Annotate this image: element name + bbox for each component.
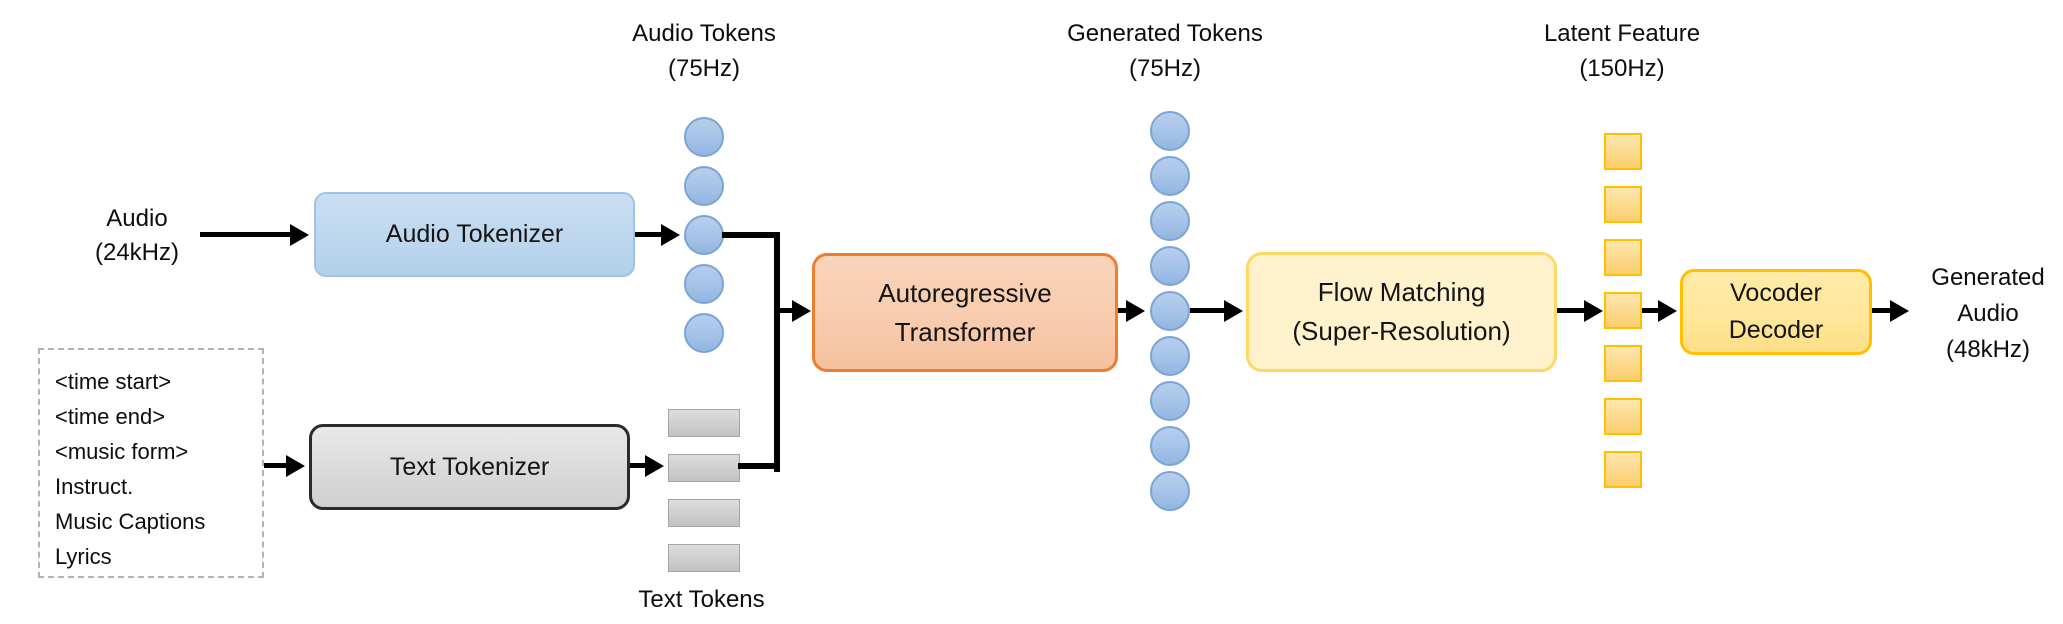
text-tokens-column xyxy=(668,409,740,572)
flow-matching-box: Flow Matching (Super-Resolution) xyxy=(1246,252,1557,372)
text-prompt-box: <time start> <time end> <music form> Instru… xyxy=(38,348,264,578)
latent-square xyxy=(1604,398,1642,435)
text-tokens-label: Text Tokens xyxy=(638,586,765,613)
merge-line-vertical xyxy=(774,232,780,472)
token-circle xyxy=(1150,381,1190,421)
arrow-audio-to-tokenizer xyxy=(200,232,290,237)
latent-square xyxy=(1604,345,1642,382)
latent-feature-column xyxy=(1604,133,1642,488)
latent-square xyxy=(1604,186,1642,223)
arrow-flow-to-latent xyxy=(1557,308,1584,313)
arrow-transformer-to-generated-tokens xyxy=(1118,308,1126,313)
latent-square xyxy=(1604,451,1642,488)
arrow-tokenizer-to-audio-tokens xyxy=(635,232,661,237)
text-token-rect xyxy=(668,499,740,527)
text-tokenizer-box: Text Tokenizer xyxy=(309,424,630,510)
generated-tokens-label: Generated Tokens (75Hz) xyxy=(1067,20,1263,82)
latent-feature-label: Latent Feature (150Hz) xyxy=(1543,20,1701,82)
latent-square xyxy=(1604,292,1642,329)
token-circle xyxy=(684,313,724,353)
token-circle xyxy=(684,264,724,304)
token-circle xyxy=(1150,201,1190,241)
prompt-line: Music Captions xyxy=(55,509,206,534)
merge-line-audio xyxy=(722,232,780,238)
token-circle xyxy=(684,215,724,255)
text-token-rect xyxy=(668,544,740,572)
latent-square xyxy=(1604,133,1642,170)
arrow-latent-to-vocoder xyxy=(1642,308,1658,313)
generated-audio-label: Generated Audio (48kHz) xyxy=(1931,264,2045,363)
audio-input-label: Audio (24kHz) xyxy=(94,205,179,266)
prompt-line: Lyrics xyxy=(55,544,112,569)
arrow-tokenizer-to-text-tokens xyxy=(630,463,645,468)
text-token-rect xyxy=(668,454,740,482)
autoregressive-transformer-box: Autoregressive Transformer xyxy=(812,253,1118,372)
audio-tokens-label: Audio Tokens (75Hz) xyxy=(632,20,776,82)
merge-line-text xyxy=(738,463,780,469)
token-circle xyxy=(684,117,724,157)
token-circle xyxy=(1150,426,1190,466)
arrow-vocoder-to-output xyxy=(1872,308,1890,313)
token-circle xyxy=(1150,156,1190,196)
arrow-prompt-to-text-tokenizer xyxy=(264,463,286,468)
arrow-generated-tokens-to-flow xyxy=(1190,308,1224,313)
arrow-merge-to-transformer xyxy=(776,308,792,313)
token-circle xyxy=(1150,291,1190,331)
latent-square xyxy=(1604,239,1642,276)
generated-tokens-column xyxy=(1150,111,1190,511)
token-circle xyxy=(1150,471,1190,511)
audio-tokens-column xyxy=(684,117,724,353)
prompt-line: <time start> xyxy=(55,369,172,394)
token-circle xyxy=(1150,336,1190,376)
token-circle xyxy=(1150,111,1190,151)
token-circle xyxy=(684,166,724,206)
audio-tokenizer-box: Audio Tokenizer xyxy=(314,192,635,277)
text-token-rect xyxy=(668,409,740,437)
prompt-line: Instruct. xyxy=(55,474,134,499)
token-circle xyxy=(1150,246,1190,286)
prompt-line: <music form> xyxy=(55,439,189,464)
prompt-line: <time end> xyxy=(55,404,166,429)
vocoder-decoder-box: Vocoder Decoder xyxy=(1680,269,1872,355)
